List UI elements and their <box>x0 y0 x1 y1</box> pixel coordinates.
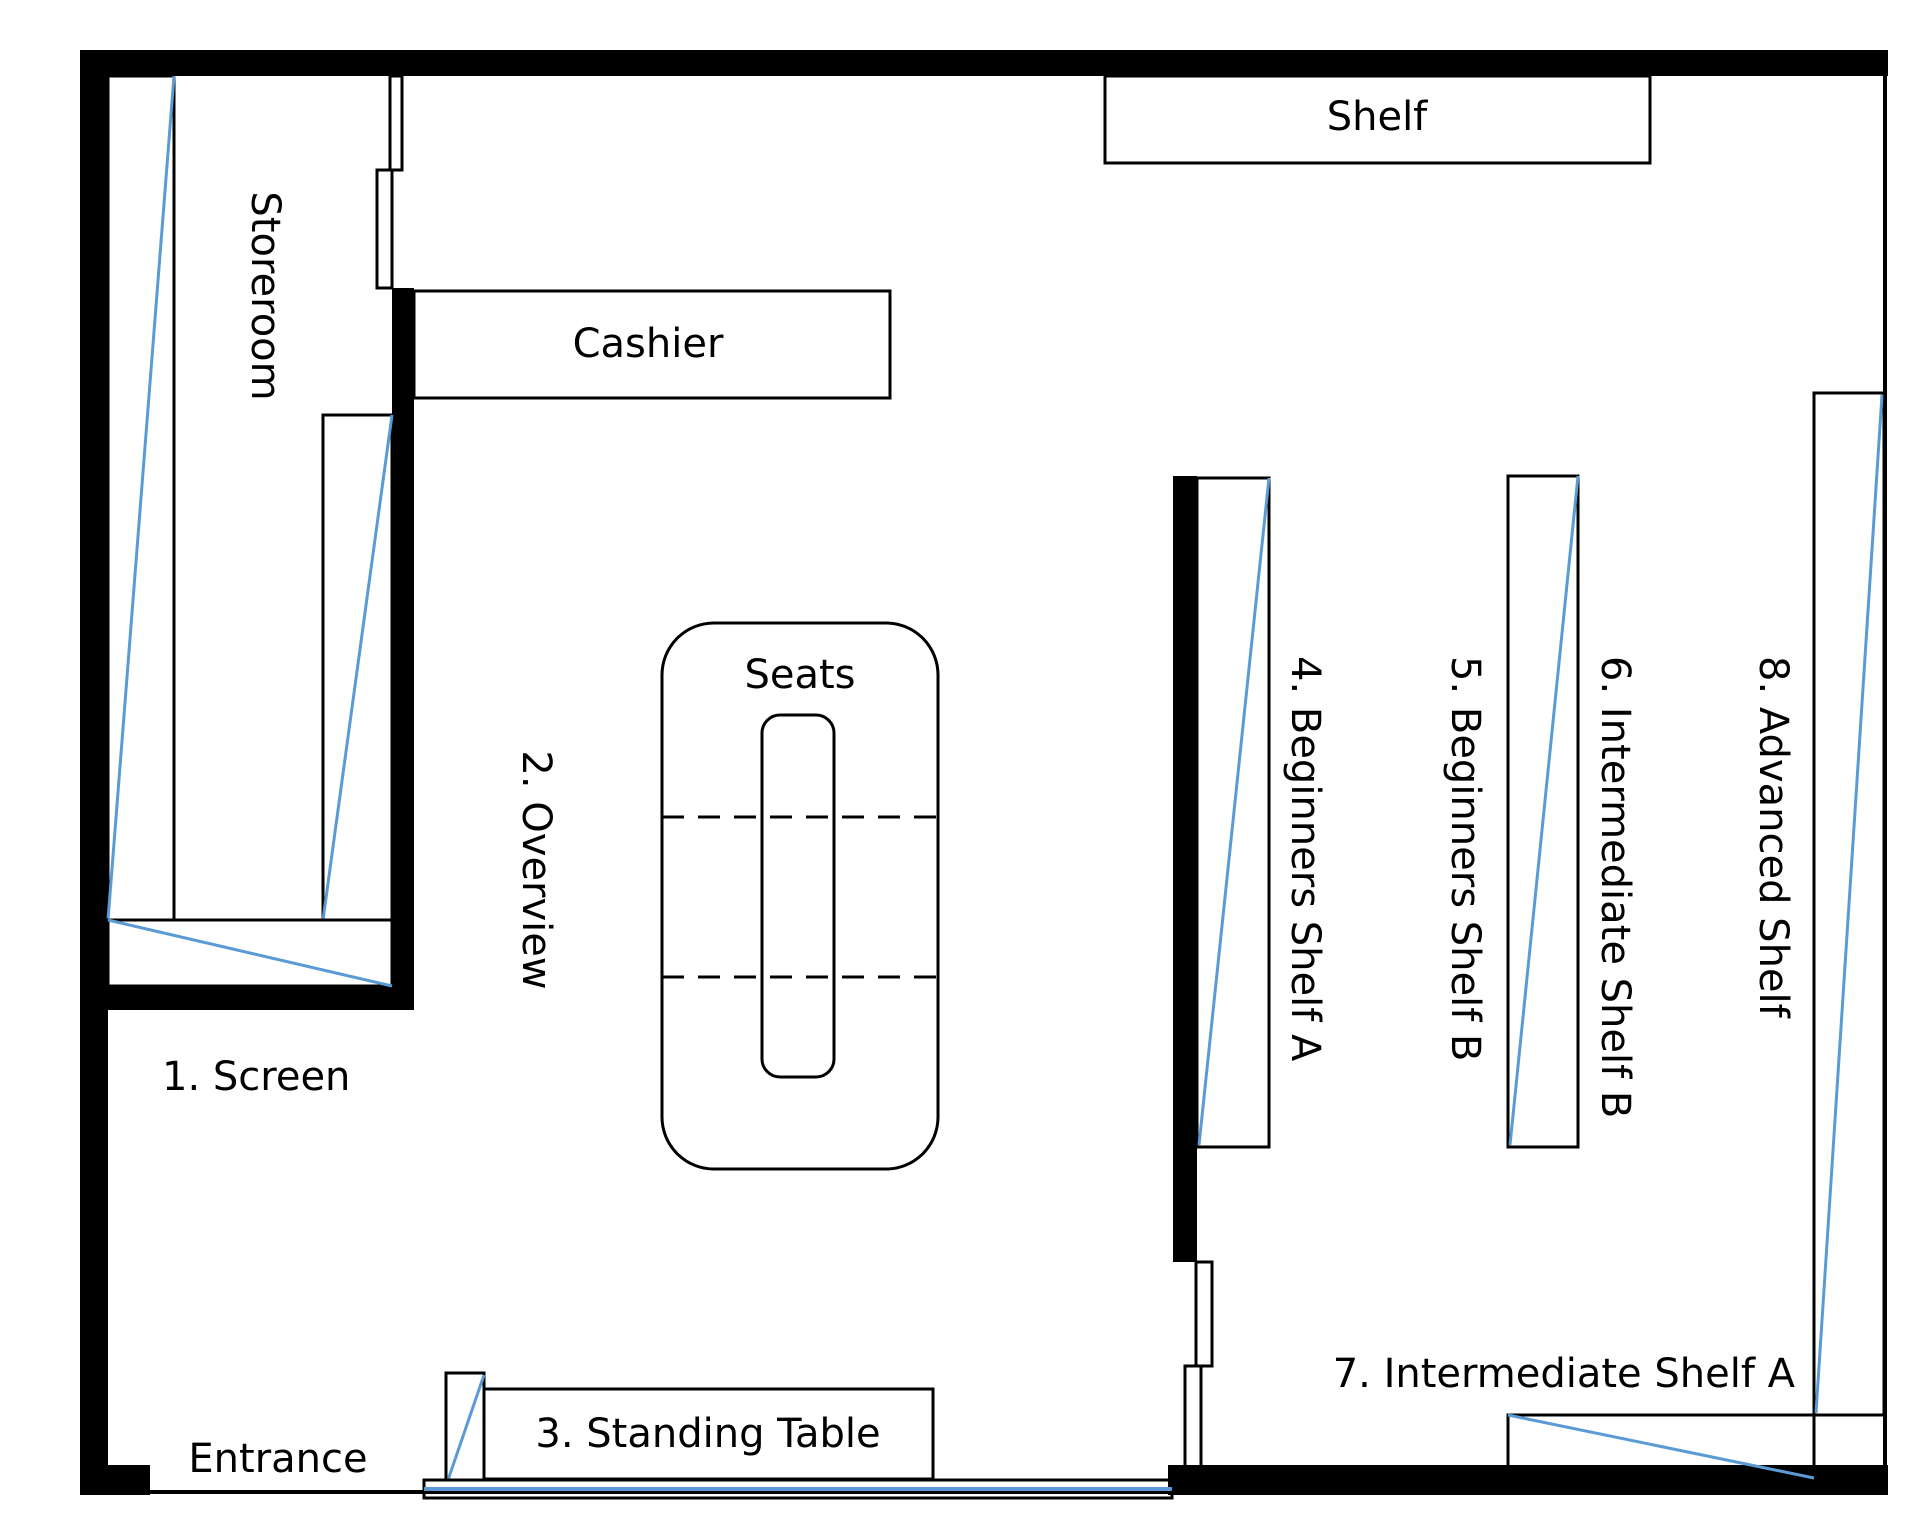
bottom-wall-left <box>80 1465 150 1495</box>
seats-label: Seats <box>744 652 855 698</box>
seats-outline <box>660 621 940 1171</box>
seats-table <box>760 713 836 1079</box>
cashier-label: Cashier <box>573 321 724 367</box>
standing-table-label: 3. Standing Table <box>535 1411 880 1457</box>
shelf-b-unit <box>1506 474 1580 1149</box>
top-shelf <box>1103 74 1652 165</box>
top-shelf-label: Shelf <box>1327 94 1428 140</box>
partition-wall-solid <box>1173 476 1197 1262</box>
storeroom-label: Storeroom <box>242 191 288 400</box>
partition-jamb-upper <box>1194 1260 1214 1368</box>
screen-unit <box>106 918 394 988</box>
overview-label: 2. Overview <box>513 750 559 989</box>
top-wall <box>80 50 1888 76</box>
intermediate-shelf-a-label: 7. Intermediate Shelf A <box>1333 1351 1796 1397</box>
storeroom-bottom-wall <box>108 986 414 1010</box>
left-wall <box>80 50 108 1495</box>
advanced-shelf-accent <box>1814 394 1884 1414</box>
door-jamb-lower <box>375 168 394 290</box>
advanced-shelf-label: 8. Advanced Shelf <box>1750 656 1796 1019</box>
beginners-shelf-a <box>1195 476 1271 1149</box>
intermediate-shelf-a <box>1506 1413 1816 1482</box>
partition-wall <box>1173 476 1214 1470</box>
entrance-label: Entrance <box>188 1436 367 1482</box>
screen-unit-accent <box>107 918 393 988</box>
storeroom-interior <box>106 74 394 988</box>
advanced-shelf <box>1812 391 1886 1417</box>
shelf-b-unit-accent <box>1508 475 1580 1146</box>
storeroom-shelf-right-accent <box>321 414 394 921</box>
beginners-shelf-b-label: 5. Beginners Shelf B <box>1442 656 1488 1061</box>
cashier-counter <box>412 289 892 400</box>
beginners-shelf-a-accent <box>1197 477 1271 1146</box>
door-jamb-upper <box>388 74 404 172</box>
storeroom-right-wall <box>392 288 414 1010</box>
seats-area: Seats <box>660 621 940 1171</box>
partition-jamb-lower <box>1183 1364 1203 1470</box>
storeroom-shelf-left-accent <box>106 75 176 921</box>
screen-label: 1. Screen <box>162 1054 350 1100</box>
intermediate-shelf-a-accent <box>1507 1413 1815 1480</box>
standing-table-post-accent <box>446 1374 486 1481</box>
storeroom-walls <box>108 74 414 1010</box>
standing-table-area: 3. Standing Table <box>422 1371 1174 1500</box>
intermediate-shelf-b-label: 6. Intermediate Shelf B <box>1592 656 1638 1118</box>
beginners-shelf-a-label: 4. Beginners Shelf A <box>1282 656 1328 1062</box>
